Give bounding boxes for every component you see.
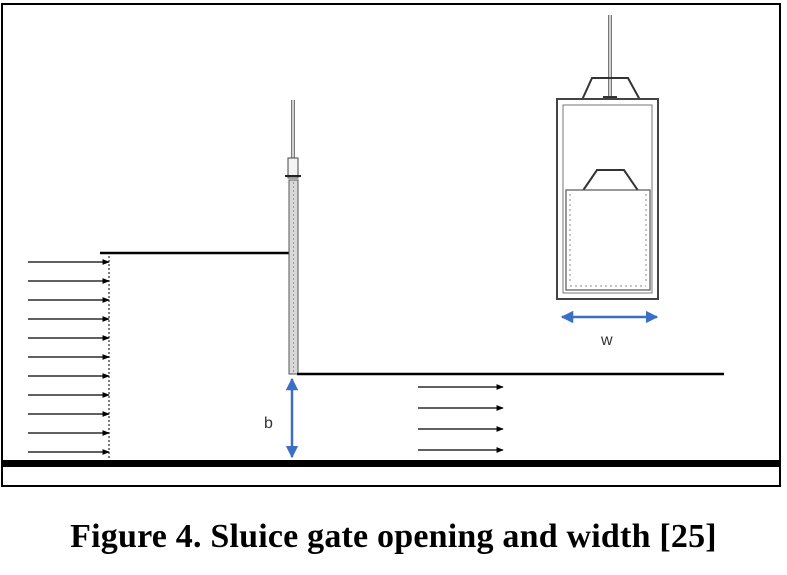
gate-lifting-bracket [581,169,640,193]
gate-actuator [287,157,299,179]
gate-plate [288,179,299,375]
upstream-flow-arrows [28,259,110,455]
gate-opening-label: b [264,415,273,432]
channel-bed [2,460,780,467]
sluice-gate [285,100,301,375]
diagram-frame [1,3,781,487]
gate-yoke [581,77,641,101]
downstream-flow-arrows [418,384,504,453]
sluice-gate-diagram: b w [1,3,781,487]
gate-width-label: w [600,332,613,349]
gate-leaf [565,189,651,291]
figure-caption: Figure 4. Sluice gate opening and width … [70,518,717,555]
gate-front-view [556,15,659,300]
